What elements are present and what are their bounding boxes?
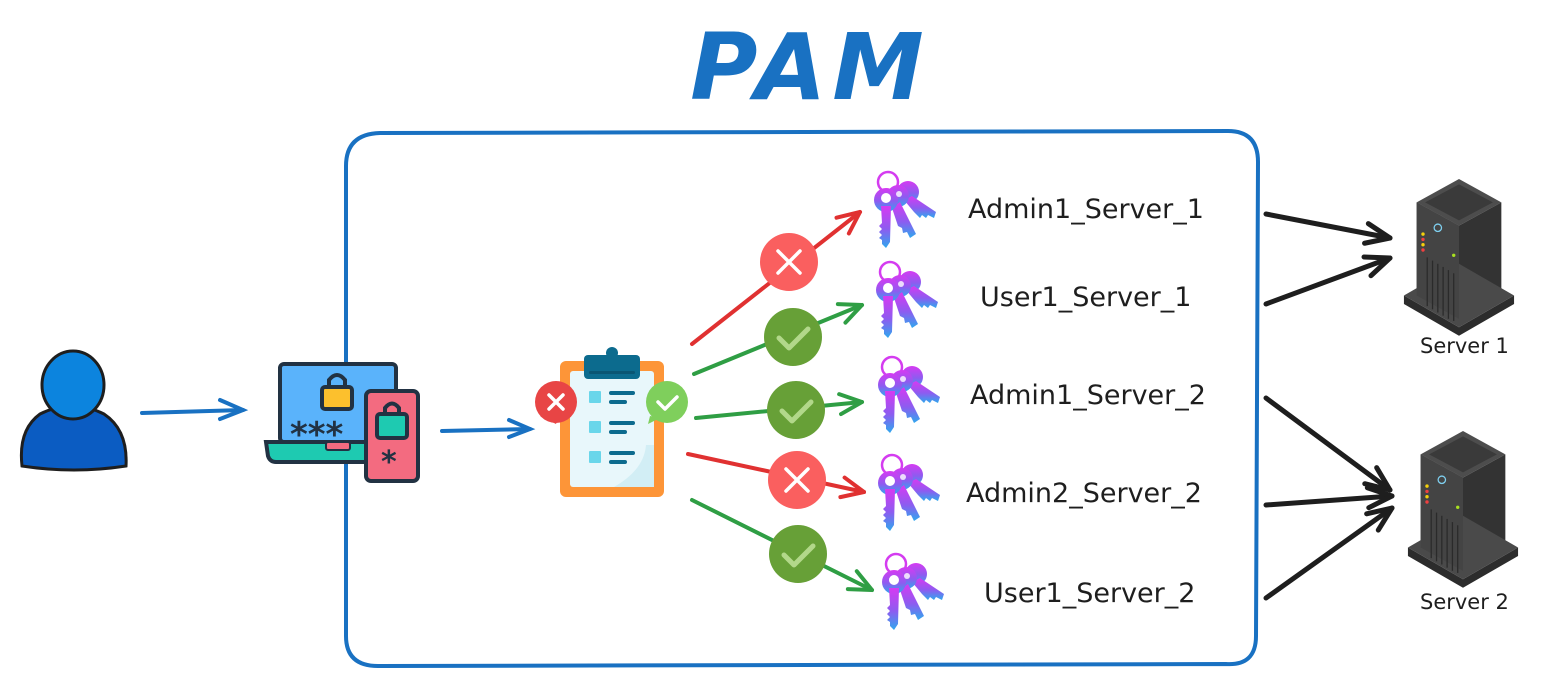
credential-label: Admin1_Server_1 [968, 194, 1204, 225]
allow-badge-icon [767, 381, 825, 439]
svg-text:*: * [381, 445, 397, 480]
keys-icon [874, 260, 940, 338]
connector-arrow-to-server-1 [1263, 254, 1393, 307]
server-label: Server 2 [1420, 590, 1509, 614]
keys-icon [880, 552, 946, 630]
credential-label: User1_Server_1 [980, 282, 1192, 313]
deny-badge-icon [767, 450, 827, 510]
credential-label: Admin1_Server_2 [970, 380, 1206, 411]
arrow-user-to-auth [140, 398, 249, 421]
pam-boundary-frame [344, 128, 1261, 669]
arrow-auth-to-policy [440, 418, 536, 439]
connector-arrow-to-server-2 [1263, 395, 1393, 493]
access-policy-clipboard-icon [535, 347, 688, 497]
server-2-icon [1407, 430, 1519, 589]
credential-label: Admin2_Server_2 [966, 478, 1202, 509]
server-1-icon [1403, 178, 1515, 337]
credential-label: User1_Server_2 [984, 578, 1196, 609]
keys-icon [876, 453, 942, 531]
keys-icon [876, 355, 942, 433]
server-label: Server 1 [1420, 334, 1509, 358]
password-authentication-icon: *** * [263, 362, 420, 483]
connector-arrow-to-server-1 [1263, 211, 1393, 246]
connector-arrow-to-server-2 [1263, 505, 1395, 601]
deny-badge-icon [759, 232, 819, 292]
svg-text:***: *** [290, 415, 344, 455]
diagram-title: PAM [690, 14, 930, 121]
keys-icon [872, 170, 938, 248]
user-icon [19, 349, 128, 472]
allow-bubble-icon [646, 381, 688, 424]
allow-badge-icon [769, 525, 827, 583]
connector-arrow-to-server-2 [1263, 485, 1395, 511]
allow-badge-icon [764, 308, 822, 366]
deny-bubble-icon [535, 381, 577, 424]
